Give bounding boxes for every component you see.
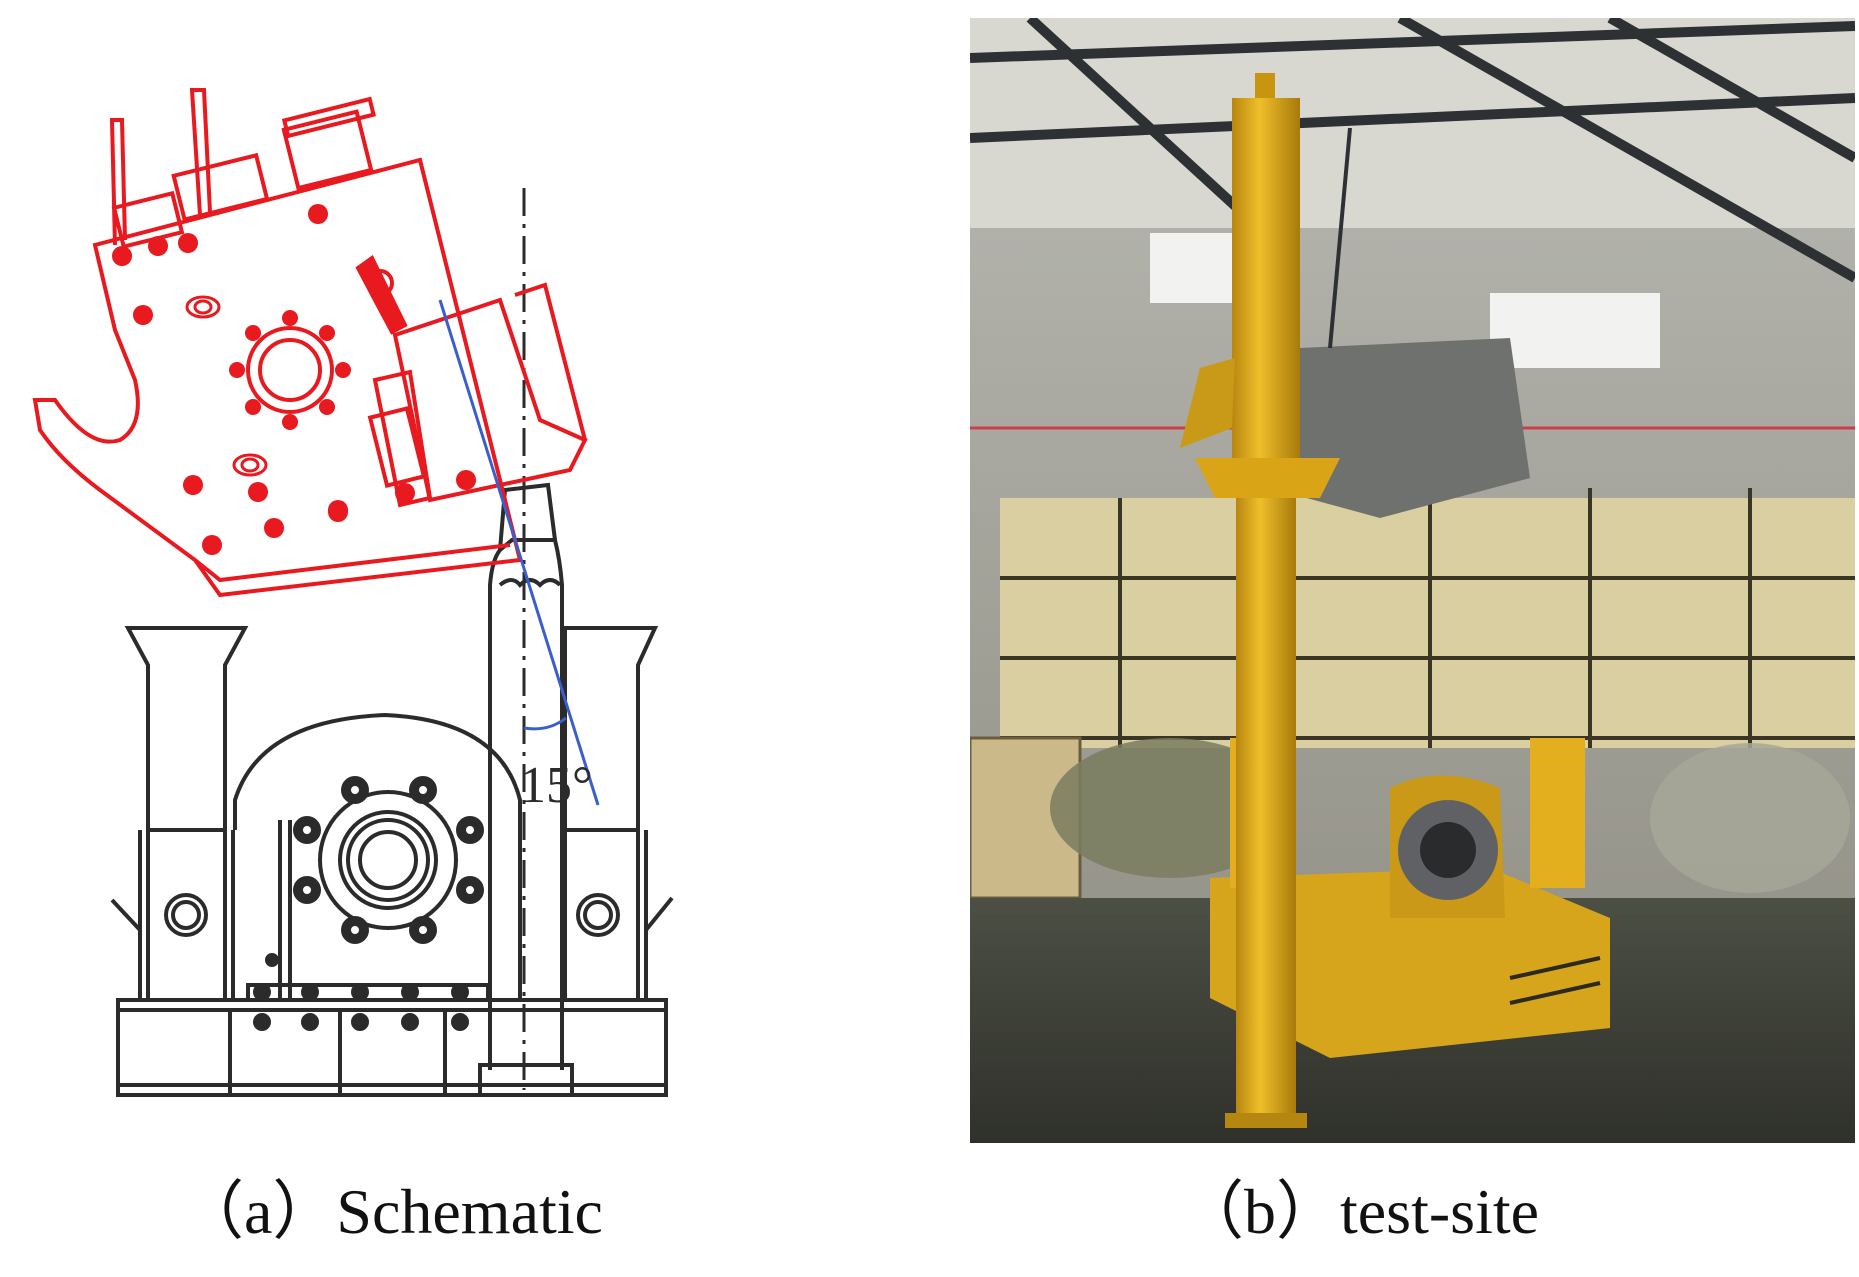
window-right <box>1490 293 1660 368</box>
test-site-photo <box>968 13 1858 1143</box>
angle-arc <box>523 716 567 731</box>
base-bolts <box>253 983 469 1031</box>
tong-motor <box>281 109 374 191</box>
pipe <box>488 538 564 1070</box>
caption-schematic: （a）Schematic <box>180 1176 603 1247</box>
caption-test-site: （b）test-site <box>1180 1176 1540 1247</box>
chuck-housing <box>233 712 522 1000</box>
flange-bolts <box>293 776 484 944</box>
hanging-tong <box>1270 338 1530 518</box>
tilt-axis-line <box>438 299 600 806</box>
schematic-panel: 15° <box>0 0 900 1150</box>
left-column <box>146 828 227 1002</box>
right-column <box>563 828 640 1002</box>
angle-label: 15° <box>520 757 593 814</box>
flange-outer <box>318 790 458 930</box>
tong-gear <box>246 326 334 414</box>
tong-body <box>32 157 523 598</box>
schematic-drawing: 15° <box>32 88 674 1097</box>
photo-drawing <box>968 13 1858 1143</box>
tilted-tong <box>32 88 588 598</box>
right-funnel <box>563 626 659 832</box>
yellow-pipe-column <box>1180 73 1340 1128</box>
base-frame <box>116 998 668 1097</box>
ceiling-beams <box>969 13 1858 283</box>
left-funnel <box>124 626 249 832</box>
yellow-base-fixture <box>1210 738 1610 1058</box>
pipe-base <box>478 1063 574 1097</box>
base-fixture <box>110 482 674 1097</box>
tong-bolts <box>112 204 476 555</box>
